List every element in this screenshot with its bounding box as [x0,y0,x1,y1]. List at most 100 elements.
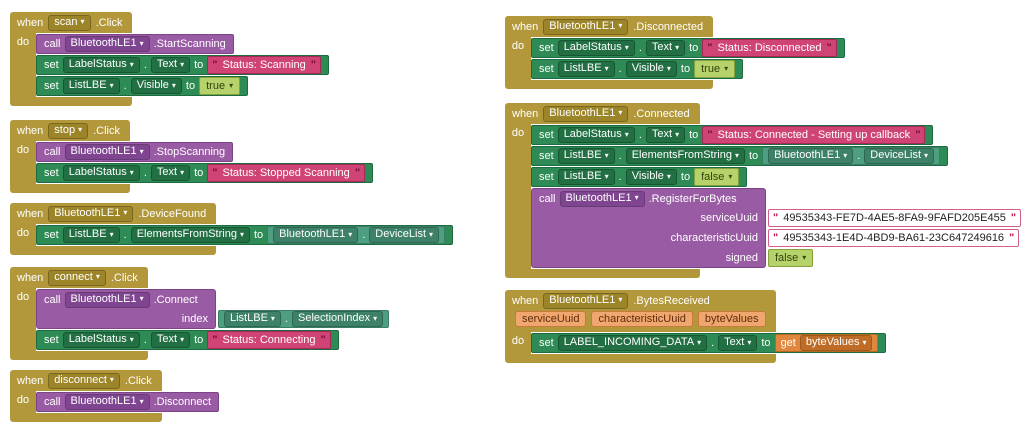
property-dropdown[interactable]: Visible▾ [130,78,182,94]
event-component-dropdown[interactable]: disconnect▾ [48,372,120,389]
event-component-dropdown[interactable]: connect▾ [48,269,106,286]
event-component-dropdown[interactable]: stop▾ [48,122,89,139]
component-dropdown[interactable]: LabelStatus▾ [557,127,635,143]
component-dropdown[interactable]: LabelStatus▾ [62,57,140,73]
set-property-block[interactable]: set LabelStatus▾ . Text▾ to " Status: Di… [531,38,845,58]
component-dropdown[interactable]: LabelStatus▾ [62,165,140,181]
event-header[interactable]: when stop▾ .Click [10,120,130,141]
text-string-block[interactable]: " 49535343-1E4D-4BD9-BA61-23C647249616 " [768,229,1020,247]
text-string-block[interactable]: " Status: Connected - Setting up callbac… [702,126,926,144]
property-name: Text [156,58,178,70]
component-dropdown[interactable]: ListLBE▾ [557,148,615,164]
component-dropdown[interactable]: LABEL_INCOMING_DATA▾ [557,335,708,351]
logic-false-block[interactable]: false▾ [694,168,740,186]
dot-separator: . [143,59,147,71]
event-header[interactable]: when BluetoothLE1▾ .Connected [505,103,700,124]
property-dropdown[interactable]: DeviceList▾ [369,227,440,243]
component-getter-block[interactable]: BluetoothLE1▾ . DeviceList▾ [762,147,941,165]
component-dropdown[interactable]: BluetoothLE1▾ [64,394,150,410]
property-dropdown[interactable]: Text▾ [150,332,191,348]
set-property-block[interactable]: set LABEL_INCOMING_DATA▾ . Text▾ to get … [531,333,887,353]
event-block-disconnected[interactable]: when BluetoothLE1▾ .Disconnected do set … [505,16,845,89]
text-string-block[interactable]: " 49535343-FE7D-4AE5-8FA9-9FAFD205E455 " [768,209,1022,227]
event-component-dropdown[interactable]: scan▾ [48,14,91,31]
logic-true-block[interactable]: true▾ [199,77,241,95]
event-block-connected[interactable]: when BluetoothLE1▾ .Connected do set Lab… [505,103,1022,278]
event-header[interactable]: when disconnect▾ .Click [10,370,162,391]
event-header[interactable]: when BluetoothLE1▾ .Disconnected [505,16,714,37]
property-dropdown[interactable]: Visible▾ [625,169,677,185]
param-byteValues[interactable]: byteValues [697,311,766,327]
property-dropdown[interactable]: Visible▾ [625,61,677,77]
component-getter-block[interactable]: ListLBE▾ . SelectionIndex▾ [218,310,390,328]
dropdown-arrow-icon: ▾ [95,272,100,281]
set-property-block[interactable]: set ListLBE▾ . Visible▾ to true▾ [36,76,249,96]
component-dropdown[interactable]: ListLBE▾ [224,311,281,327]
param-serviceUuid[interactable]: serviceUuid [515,311,587,327]
event-block-devicefound[interactable]: when BluetoothLE1▾ .DeviceFound do set L… [10,203,454,255]
event-block-disconnect-click[interactable]: when disconnect▾ .Click do call Bluetoot… [10,370,220,422]
set-property-block[interactable]: set ListLBE▾ . ElementsFromString▾ to Bl… [531,146,949,166]
text-string-block[interactable]: " Status: Stopped Scanning " [207,164,366,182]
event-component-dropdown[interactable]: BluetoothLE1▾ [543,18,629,35]
component-dropdown[interactable]: LabelStatus▾ [62,332,140,348]
component-dropdown[interactable]: BluetoothLE1▾ [64,36,150,52]
call-method-header[interactable]: call BluetoothLE1▾ .Connect [36,289,216,309]
event-component-dropdown[interactable]: BluetoothLE1▾ [543,105,629,122]
property-dropdown[interactable]: ElementsFromString▾ [625,148,745,164]
component-dropdown[interactable]: BluetoothLE1▾ [768,148,854,164]
component-dropdown[interactable]: ListLBE▾ [62,78,120,94]
call-method-block-with-args[interactable]: call BluetoothLE1▾ .Connect index ListLB… [36,289,390,329]
call-method-header[interactable]: call BluetoothLE1▾ .RegisterForBytes [531,188,766,208]
component-dropdown[interactable]: ListLBE▾ [557,169,615,185]
event-component-dropdown[interactable]: BluetoothLE1▾ [48,205,134,222]
component-dropdown[interactable]: ListLBE▾ [557,61,615,77]
component-dropdown[interactable]: LabelStatus▾ [557,40,635,56]
component-dropdown[interactable]: BluetoothLE1▾ [64,144,150,160]
property-dropdown[interactable]: Text▾ [150,57,191,73]
event-block-scan-click[interactable]: when scan▾ .Click do call BluetoothLE1▾ … [10,12,329,106]
property-dropdown[interactable]: SelectionIndex▾ [292,311,384,327]
set-property-block[interactable]: set ListLBE▾ . ElementsFromString▾ to Bl… [36,225,454,245]
event-component-dropdown[interactable]: BluetoothLE1▾ [543,292,629,309]
property-dropdown[interactable]: Text▾ [645,127,686,143]
event-name: .Click [124,374,152,387]
call-method-block[interactable]: call BluetoothLE1▾ .Disconnect [36,392,220,412]
get-variable-block[interactable]: get byteValues▾ [774,334,879,352]
set-property-block[interactable]: set LabelStatus▾ . Text▾ to " Status: Sc… [36,55,329,75]
event-header[interactable]: when connect▾ .Click [10,267,148,288]
text-string-block[interactable]: " Status: Disconnected " [702,39,837,57]
property-dropdown[interactable]: Text▾ [718,335,758,351]
set-property-block[interactable]: set LabelStatus▾ . Text▾ to " Status: Co… [531,125,934,145]
component-dropdown[interactable]: BluetoothLE1▾ [559,190,645,207]
call-method-block[interactable]: call BluetoothLE1▾ .StartScanning [36,34,234,54]
property-dropdown[interactable]: Text▾ [645,40,686,56]
call-method-block-with-args[interactable]: call BluetoothLE1▾ .RegisterForBytes ser… [531,188,1022,268]
event-block-stop-click[interactable]: when stop▾ .Click do call BluetoothLE1▾ … [10,120,374,193]
param-characteristicUuid[interactable]: characteristicUuid [591,311,693,327]
component-dropdown[interactable]: BluetoothLE1▾ [273,227,359,243]
do-section: do [10,391,36,413]
property-dropdown[interactable]: ElementsFromString▾ [130,227,250,243]
set-property-block[interactable]: set ListLBE▾ . Visible▾ to false▾ [531,167,748,187]
set-property-block[interactable]: set LabelStatus▾ . Text▾ to " Status: Co… [36,330,339,350]
property-dropdown[interactable]: Text▾ [150,165,191,181]
logic-false-block[interactable]: false▾ [768,249,814,267]
event-block-bytesreceived[interactable]: when BluetoothLE1▾ .BytesReceived servic… [505,290,887,363]
property-dropdown[interactable]: DeviceList▾ [864,148,935,164]
set-property-block[interactable]: set LabelStatus▾ . Text▾ to " Status: St… [36,163,374,183]
component-dropdown[interactable]: ListLBE▾ [62,227,120,243]
event-block-connect-click[interactable]: when connect▾ .Click do call BluetoothLE… [10,267,390,360]
component-dropdown[interactable]: BluetoothLE1▾ [64,291,150,308]
property-name: Visible [631,62,664,74]
call-method-block[interactable]: call BluetoothLE1▾ .StopScanning [36,142,234,162]
event-header[interactable]: when BluetoothLE1▾ .DeviceFound [10,203,217,224]
logic-true-block[interactable]: true▾ [694,60,736,78]
component-getter-block[interactable]: BluetoothLE1▾ . DeviceList▾ [267,226,446,244]
text-string-block[interactable]: " Status: Connecting " [207,331,331,349]
set-property-block[interactable]: set ListLBE▾ . Visible▾ to true▾ [531,59,744,79]
variable-dropdown[interactable]: byteValues▾ [799,335,873,351]
event-header[interactable]: when BluetoothLE1▾ .BytesReceived servic… [505,290,776,332]
text-string-block[interactable]: " Status: Scanning " [207,56,321,74]
event-header[interactable]: when scan▾ .Click [10,12,133,33]
